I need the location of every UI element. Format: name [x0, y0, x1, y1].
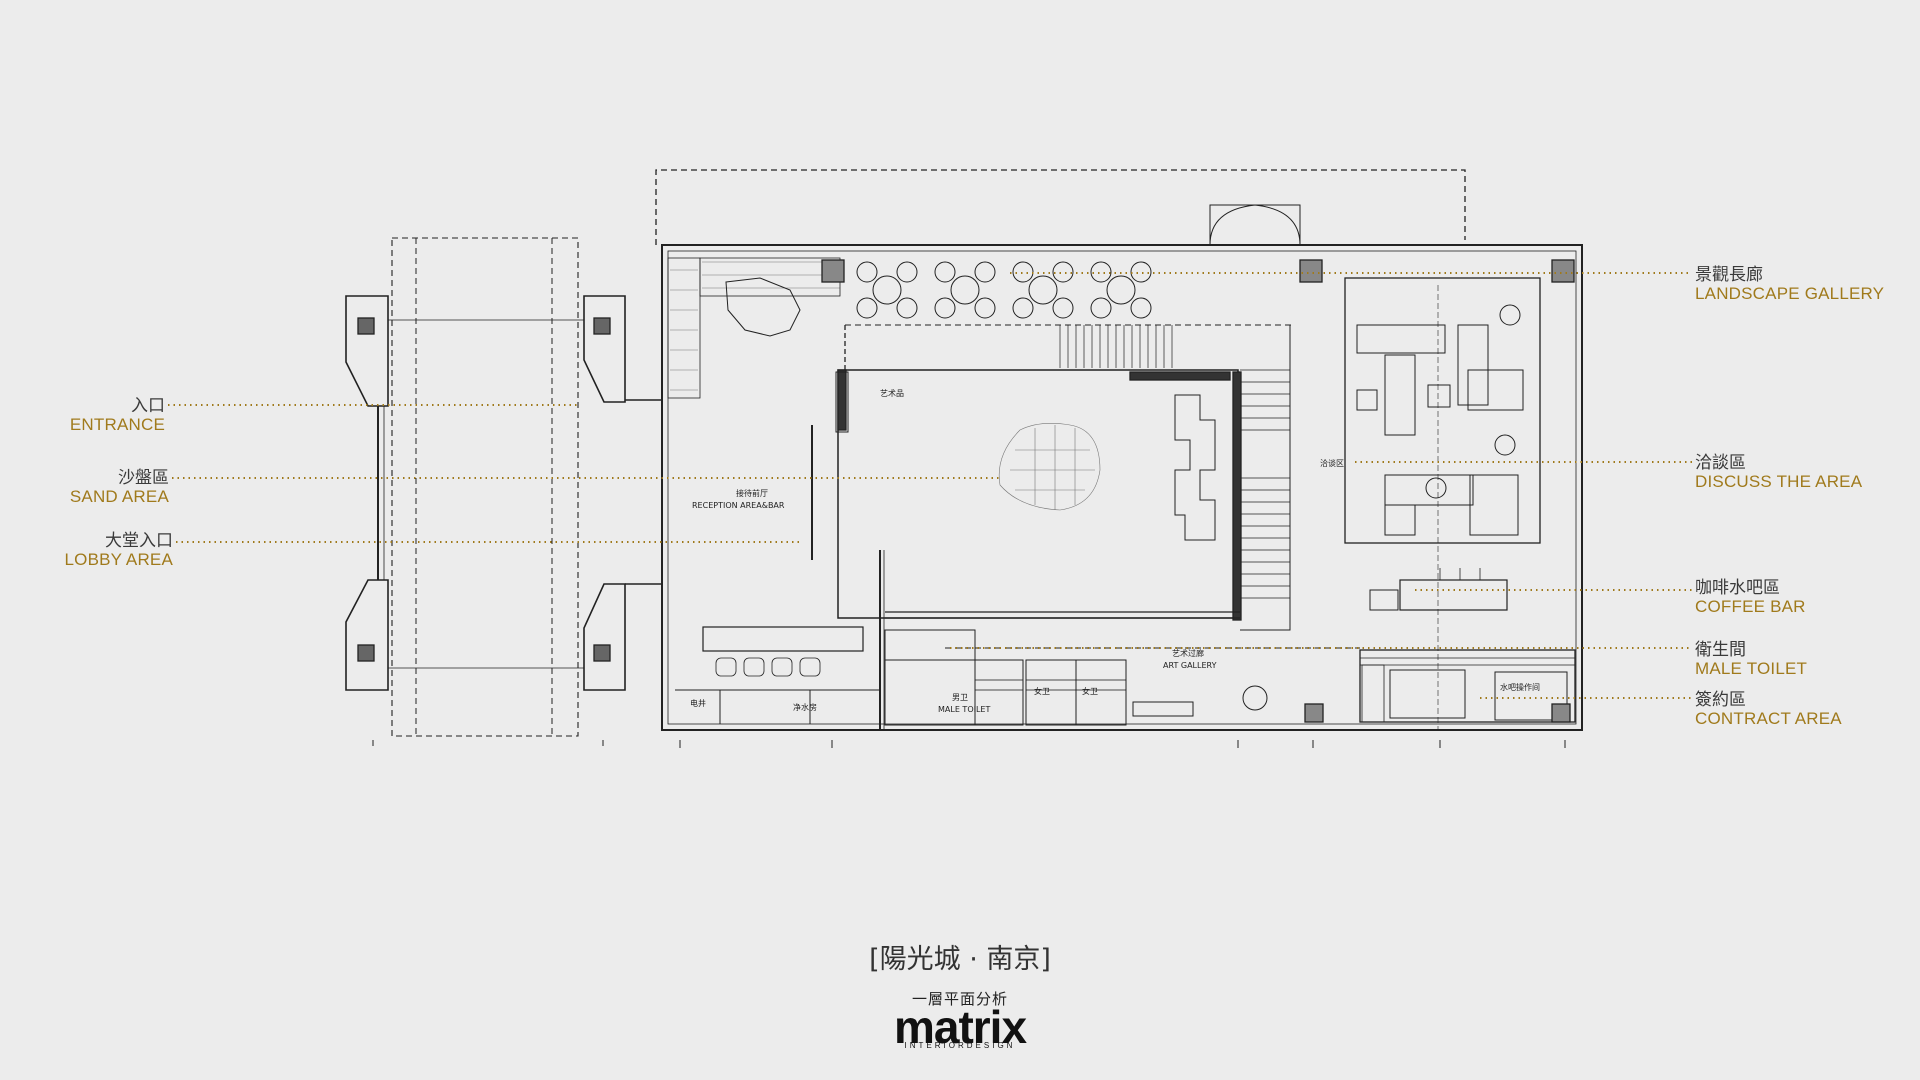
- room-discuss-cn: 洽谈区: [1320, 458, 1344, 468]
- reception-bar: [702, 626, 864, 652]
- label-sand-en: SAND AREA: [69, 487, 169, 506]
- label-landscape: 景觀長廊 LANDSCAPE GALLERY: [1695, 265, 1885, 303]
- label-entrance-cn: 入口: [131, 396, 165, 416]
- label-lobby-en: LOBBY AREA: [64, 550, 173, 569]
- room-art-gallery-en: ART GALLERY: [1163, 661, 1217, 670]
- label-toilet: 衛生間 MALE TOILET: [1695, 640, 1808, 678]
- label-discuss: 洽談區 DISCUSS THE AREA: [1695, 453, 1863, 491]
- label-landscape-en: LANDSCAPE GALLERY: [1695, 284, 1885, 303]
- room-reception-cn: 接待前厅: [736, 488, 768, 498]
- label-contract: 簽約區 CONTRACT AREA: [1695, 690, 1842, 728]
- discuss-area: [1344, 277, 1541, 544]
- room-male-toilet-cn: 男卫: [952, 693, 968, 702]
- label-contract-cn: 簽約區: [1695, 690, 1746, 710]
- label-landscape-cn: 景觀長廊: [1695, 265, 1763, 285]
- matrix-logo: matrix: [893, 1001, 1027, 1053]
- label-discuss-en: DISCUSS THE AREA: [1695, 472, 1863, 491]
- label-toilet-en: MALE TOILET: [1695, 659, 1808, 678]
- entrance-wing-tr: [583, 295, 626, 403]
- room-water: 净水房: [793, 702, 817, 712]
- entrance-wing-tl: [345, 295, 389, 407]
- label-sand: 沙盤區 SAND AREA: [69, 468, 169, 506]
- atrium-void: [837, 369, 1239, 619]
- label-toilet-cn: 衛生間: [1695, 640, 1746, 660]
- entrance-wing-br: [583, 583, 626, 691]
- room-female-toilet-2: 女卫: [1082, 686, 1098, 696]
- sand-table-model: [998, 423, 1101, 511]
- coffee-bar: [1399, 579, 1508, 611]
- building-outline: [661, 244, 1583, 731]
- room-art-gallery-cn: 艺术过廊: [1172, 648, 1204, 658]
- label-coffee: 咖啡水吧區 COFFEE BAR: [1695, 578, 1806, 616]
- label-coffee-en: COFFEE BAR: [1695, 597, 1806, 616]
- label-entrance: 入口 ENTRANCE: [69, 396, 165, 434]
- label-contract-en: CONTRACT AREA: [1695, 709, 1842, 728]
- label-lobby-cn: 大堂入口: [105, 531, 173, 551]
- matrix-logo-sub: INTERIORDESIGN: [904, 1041, 1016, 1050]
- contract-area: [1359, 649, 1576, 723]
- label-entrance-en: ENTRANCE: [69, 415, 165, 434]
- entrance-wing-bl: [345, 579, 389, 691]
- room-female-toilet-1: 女卫: [1034, 686, 1050, 696]
- canopy-outline: [655, 169, 1466, 245]
- drawing-subtitle: 一層平面分析: [911, 990, 1008, 1008]
- room-reception-en: RECEPTION AREA&BAR: [692, 501, 785, 510]
- entrance-canopy: [391, 237, 579, 737]
- main-door: [1209, 204, 1301, 246]
- label-coffee-cn: 咖啡水吧區: [1695, 578, 1780, 598]
- room-male-toilet-en: MALE TOILET: [938, 705, 990, 714]
- label-discuss-cn: 洽談區: [1695, 453, 1746, 473]
- project-title: [陽光城 · 南京]: [869, 944, 1051, 975]
- room-office: 水吧操作间: [1500, 682, 1540, 692]
- room-art: 艺术品: [880, 388, 904, 398]
- label-lobby: 大堂入口 LOBBY AREA: [64, 531, 173, 569]
- room-electric: 电井: [690, 698, 706, 708]
- label-sand-cn: 沙盤區: [118, 468, 169, 488]
